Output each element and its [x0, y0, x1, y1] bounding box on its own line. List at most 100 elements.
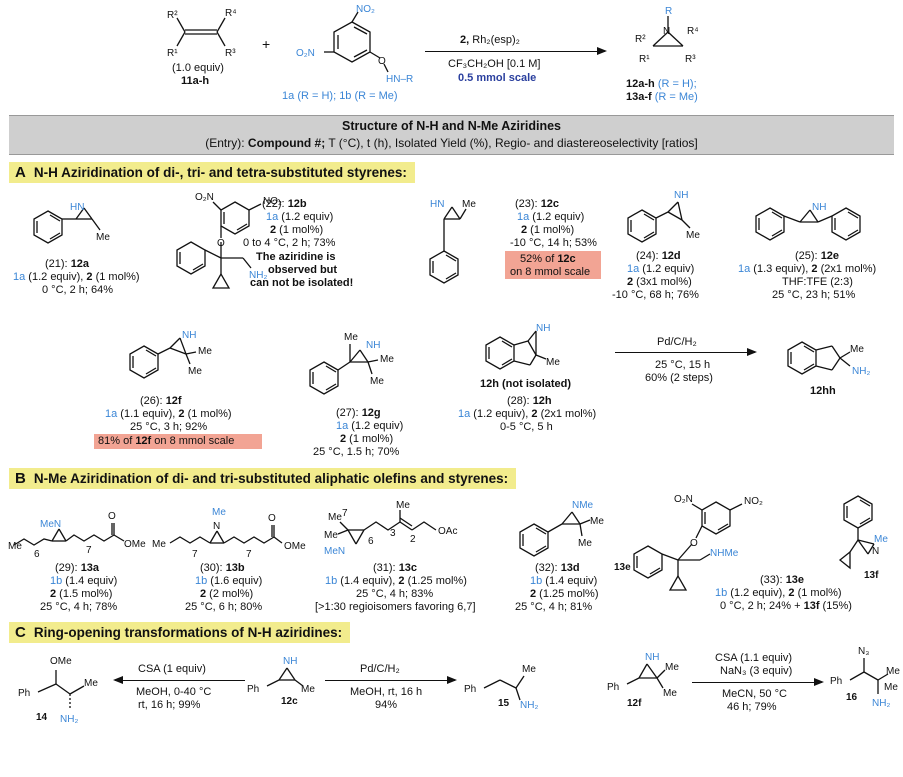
svg-text:NMe: NMe — [572, 500, 594, 511]
svg-text:Me: Me — [546, 357, 560, 368]
entry-22-note-3: can not be isolated! — [250, 277, 354, 289]
svg-text:16: 16 — [846, 692, 858, 703]
svg-text:NO₂: NO₂ — [356, 4, 375, 15]
entry-31-regioselectivity: [>1:30 regioisomers favoring 6,7] — [315, 601, 476, 613]
conversion-conditions: 25 °C, 15 h — [655, 359, 711, 371]
entry-22-reagent-1: 1a (1.2 equiv) — [266, 211, 334, 223]
compound-12c-structure: HN Me — [429, 199, 476, 284]
entry-29-id: (29): 13a — [55, 562, 100, 574]
svg-text:Ph: Ph — [830, 676, 842, 687]
svg-text:R²: R² — [167, 10, 178, 21]
svg-text:Me: Me — [874, 534, 888, 545]
reaction-1-yield: rt, 16 h; 99% — [138, 699, 201, 711]
svg-text:Me: Me — [578, 538, 592, 549]
svg-text:R¹: R¹ — [167, 48, 178, 59]
entry-26-scale: 81% of 12f on 8 mmol scale — [98, 435, 235, 447]
svg-text:Ph: Ph — [18, 688, 30, 699]
entry-30-conditions: 25 °C, 6 h; 80% — [185, 601, 263, 613]
table-title: Structure of N-H and N-Me Aziridines — [342, 119, 561, 133]
entry-24-reagent-1: 1a (1.2 equiv) — [627, 263, 695, 275]
svg-text:Me: Me — [396, 500, 410, 511]
entry-32-id: (32): 13d — [535, 562, 580, 574]
reaction-2-yield: 94% — [375, 699, 398, 711]
svg-text:OAc: OAc — [438, 526, 457, 537]
condition-catalyst: 2, Rh₂(esp)₂ — [460, 34, 520, 46]
svg-text:15: 15 — [498, 698, 510, 709]
reaction-1-conditions: MeOH, 0-40 °C — [136, 686, 212, 698]
entry-25-reagents: 1a (1.3 equiv), 2 (2x1 mol%) — [738, 263, 877, 275]
alkene-label: 11a-h — [181, 75, 210, 87]
svg-text:NO₂: NO₂ — [263, 196, 282, 207]
entry-33-id: (33): 13e — [760, 574, 805, 586]
svg-text:O₂N: O₂N — [195, 192, 214, 203]
reaction-2-reagent: Pd/C/H₂ — [360, 663, 400, 675]
compound-12h-structure: NHMe — [485, 323, 560, 370]
svg-text:NH₂: NH₂ — [852, 366, 870, 377]
entry-31-conditions: 25 °C, 4 h; 83% — [356, 588, 434, 600]
svg-text:7: 7 — [342, 508, 348, 519]
entry-21-reagents: 1a (1.2 equiv), 2 (1 mol%) — [13, 271, 140, 283]
svg-text:Me: Me — [884, 682, 898, 693]
entry-22-note-1: The aziridine is — [256, 251, 336, 263]
entry-31-id: (31): 13c — [373, 562, 418, 574]
svg-text:HN: HN — [430, 199, 444, 210]
svg-text:NH₂: NH₂ — [520, 700, 538, 711]
svg-text:Me: Me — [198, 346, 212, 357]
svg-text:Me: Me — [522, 664, 536, 675]
compound-12hh-label: 12hh — [810, 385, 836, 397]
svg-text:R⁴: R⁴ — [687, 26, 699, 37]
entry-23-scale-highlight — [505, 251, 601, 279]
svg-text:Me: Me — [152, 539, 166, 550]
entry-29-conditions: 25 °C, 4 h; 78% — [40, 601, 118, 613]
entry-24-reagent-2: 2 (3x1 mol%) — [627, 276, 692, 288]
reagent-structure: NO₂ O₂N O HN–R — [296, 4, 413, 85]
svg-text:Me: Me — [850, 344, 864, 355]
entry-29-reagent-2: 2 (1.5 mol%) — [50, 588, 113, 600]
alkene-equiv: (1.0 equiv) — [172, 62, 224, 74]
entry-32-reagent-2: 2 (1.25 mol%) — [530, 588, 599, 600]
svg-text:Me: Me — [370, 376, 384, 387]
svg-text:MeN: MeN — [40, 519, 61, 530]
conversion-arrow — [615, 348, 757, 356]
entry-23-scale-line-1: 52% of 12c — [520, 253, 576, 265]
svg-text:Me: Me — [324, 530, 338, 541]
condition-solvent: CF₃CH₂OH [0.1 M] — [448, 58, 541, 70]
svg-text:Me: Me — [886, 666, 900, 677]
reaction-3-arrow — [692, 678, 824, 686]
svg-text:NH₂: NH₂ — [249, 270, 267, 281]
plus-sign: + — [262, 36, 271, 52]
conversion-yield: 60% (2 steps) — [645, 372, 713, 384]
entry-26-scale-highlight — [94, 434, 262, 449]
svg-text:12c: 12c — [281, 696, 298, 707]
svg-text:Me: Me — [686, 230, 700, 241]
entry-26-id: (26): 12f — [140, 395, 182, 407]
svg-text:NH: NH — [812, 202, 826, 213]
entry-25-conditions: 25 °C, 23 h; 51% — [772, 289, 856, 301]
entry-28-id: (28): 12h — [507, 395, 552, 407]
svg-text:Me: Me — [462, 199, 476, 210]
svg-text:12f: 12f — [627, 698, 642, 709]
svg-text:NH: NH — [674, 190, 688, 201]
entry-28-conditions: 0-5 °C, 5 h — [500, 421, 553, 433]
svg-text:Me: Me — [665, 662, 679, 673]
reaction-3-reagent-2: NaN₃ (3 equiv) — [720, 665, 793, 677]
svg-text:OMe: OMe — [284, 541, 306, 552]
svg-text:O: O — [690, 538, 698, 549]
svg-text:NH: NH — [182, 330, 196, 341]
entry-22-reagent-2: 2 (1 mol%) — [270, 224, 324, 236]
svg-text:NH: NH — [366, 340, 380, 351]
reagent-legend: 1a (R = H); 1b (R = Me) — [282, 90, 398, 102]
entry-33-reagents: 1b (1.2 equiv), 2 (1 mol%) — [715, 587, 842, 599]
svg-text:MeN: MeN — [324, 546, 345, 557]
entry-21-conditions: 0 °C, 2 h; 64% — [42, 284, 114, 296]
svg-text:N₃: N₃ — [858, 646, 869, 657]
